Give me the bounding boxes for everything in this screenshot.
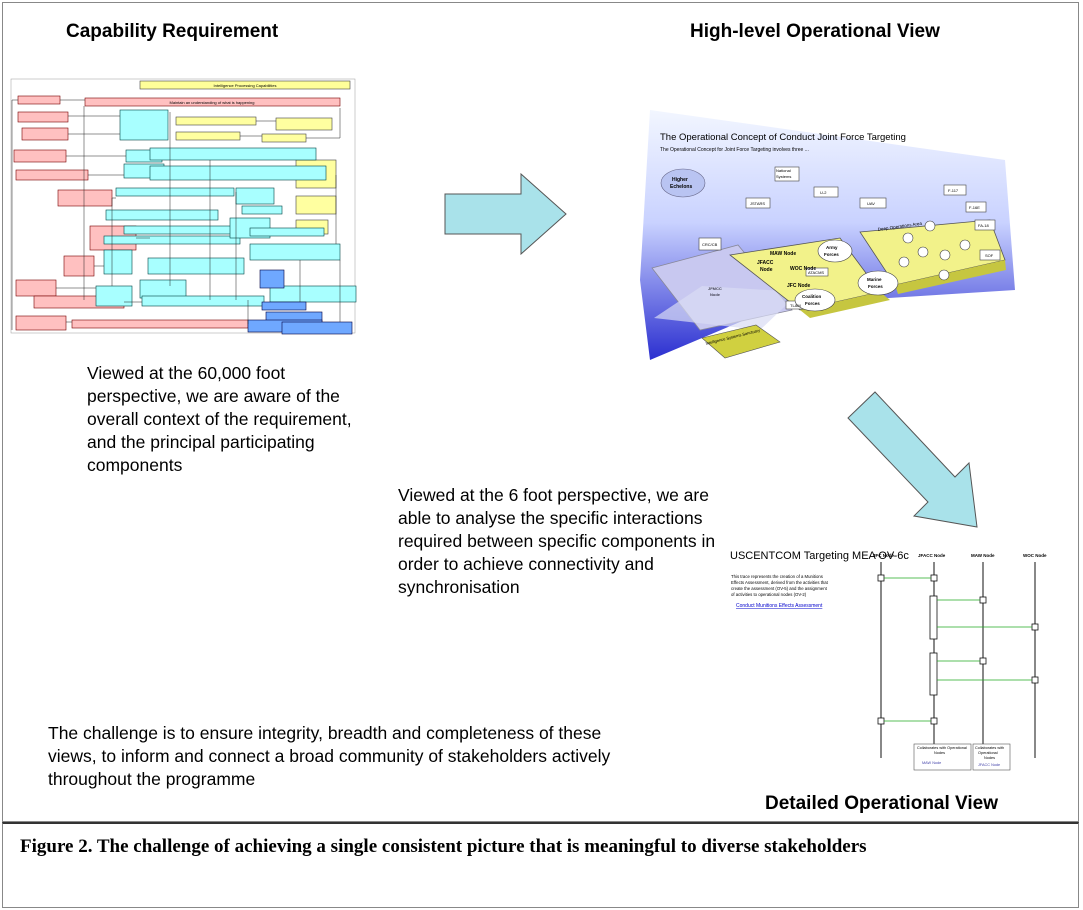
- high-level-view-title: High-level Operational View: [690, 21, 940, 42]
- capability-header-text: Intelligence Processing Capabilities: [214, 83, 277, 88]
- seq-legend2: Collaborates with: [975, 746, 1004, 750]
- seq-legend1: Collaborates with Operational: [917, 746, 967, 750]
- svg-text:Coalition: Coalition: [802, 294, 821, 299]
- svg-text:Forces: Forces: [805, 301, 820, 306]
- svg-text:FA-18: FA-18: [978, 223, 989, 228]
- svg-text:Echelons: Echelons: [670, 184, 692, 190]
- svg-text:Systems: Systems: [776, 174, 791, 179]
- svg-text:MAW Node: MAW Node: [770, 251, 796, 257]
- svg-text:UAV: UAV: [867, 201, 875, 206]
- seq-desc-4: of activities to operational nodes (OV-2…: [731, 592, 807, 597]
- svg-text:JFMCC: JFMCC: [708, 286, 722, 291]
- svg-text:WOC Node: WOC Node: [790, 266, 816, 272]
- svg-text:JFACC: JFACC: [757, 260, 774, 266]
- svg-text:JSTARS: JSTARS: [750, 201, 765, 206]
- svg-text:National: National: [776, 168, 791, 173]
- svg-text:JFC Node: JFC Node: [787, 283, 811, 289]
- svg-text:TLAM: TLAM: [790, 303, 801, 308]
- svg-text:U-2: U-2: [820, 190, 827, 195]
- down-right-arrow-shape: [847, 391, 978, 528]
- sequence-diagram-thumbnail: USCENTCOM Targeting MEA OV-6c This trace…: [730, 550, 1047, 771]
- opview-title: The Operational Concept of Conduct Joint…: [660, 132, 906, 143]
- capability-requirement-title: Capability Requirement: [66, 21, 279, 42]
- figure-caption: Figure 2. The challenge of achieving a s…: [20, 836, 867, 857]
- svg-text:Node: Node: [710, 292, 721, 297]
- perspective-60k-text: Viewed at the 60,000 foot perspective, w…: [87, 363, 352, 475]
- challenge-text: The challenge is to ensure integrity, br…: [48, 723, 611, 789]
- svg-text:CRC/CB: CRC/CB: [702, 242, 718, 247]
- seq-title: USCENTCOM Targeting MEA OV-6c: [730, 550, 909, 562]
- seq-legend2-item: JFACC Node: [978, 763, 1000, 767]
- svg-text:Node: Node: [760, 267, 773, 273]
- opview-subtitle: The Operational Concept for Joint Force …: [660, 147, 809, 153]
- detailed-view-title: Detailed Operational View: [765, 793, 999, 814]
- svg-text:F-117: F-117: [948, 188, 959, 193]
- svg-text:ATACMS: ATACMS: [808, 270, 824, 275]
- capability-top-node-text: Maintain an understanding of what is hap…: [170, 100, 255, 105]
- seq-desc-1: This trace represents the creation of a …: [731, 574, 823, 579]
- seq-legend2b: Operational: [978, 751, 998, 755]
- svg-text:Forces: Forces: [868, 284, 883, 289]
- seq-legend1-item: MAW Node: [922, 761, 941, 765]
- svg-text:MAW Node: MAW Node: [971, 553, 995, 558]
- caption-box: [2, 822, 1079, 908]
- svg-text:Forces: Forces: [824, 252, 839, 257]
- capability-diagram-thumbnail: Intelligence Processing Capabilities Mai…: [10, 78, 357, 335]
- svg-text:JFACC Node: JFACC Node: [918, 553, 946, 558]
- svg-text:JFC Node: JFC Node: [873, 553, 894, 558]
- svg-text:Deep Operations Area: Deep Operations Area: [877, 221, 922, 232]
- right-arrow-shape: [444, 172, 567, 256]
- seq-legend1b: Nodes: [934, 751, 945, 755]
- perspective-6ft-text: Viewed at the 6 foot perspective, we are…: [398, 485, 716, 597]
- figure-frame: [2, 2, 1079, 822]
- svg-text:WOC Node: WOC Node: [1023, 553, 1047, 558]
- svg-text:Marine: Marine: [867, 277, 882, 282]
- seq-desc-3: create the assessment (OV-5) and the ass…: [731, 586, 828, 591]
- operational-view-thumbnail: The Operational Concept of Conduct Joint…: [640, 110, 1015, 360]
- svg-text:SOF: SOF: [985, 253, 994, 258]
- seq-desc-2: Effects Assessment, derived from the act…: [731, 580, 829, 585]
- seq-legend2c: Nodes: [984, 756, 995, 760]
- svg-text:F-16E: F-16E: [969, 205, 980, 210]
- svg-text:Higher: Higher: [672, 177, 688, 183]
- svg-text:Army: Army: [826, 245, 838, 250]
- seq-link: Conduct Munitions Effects Assessment: [736, 603, 823, 609]
